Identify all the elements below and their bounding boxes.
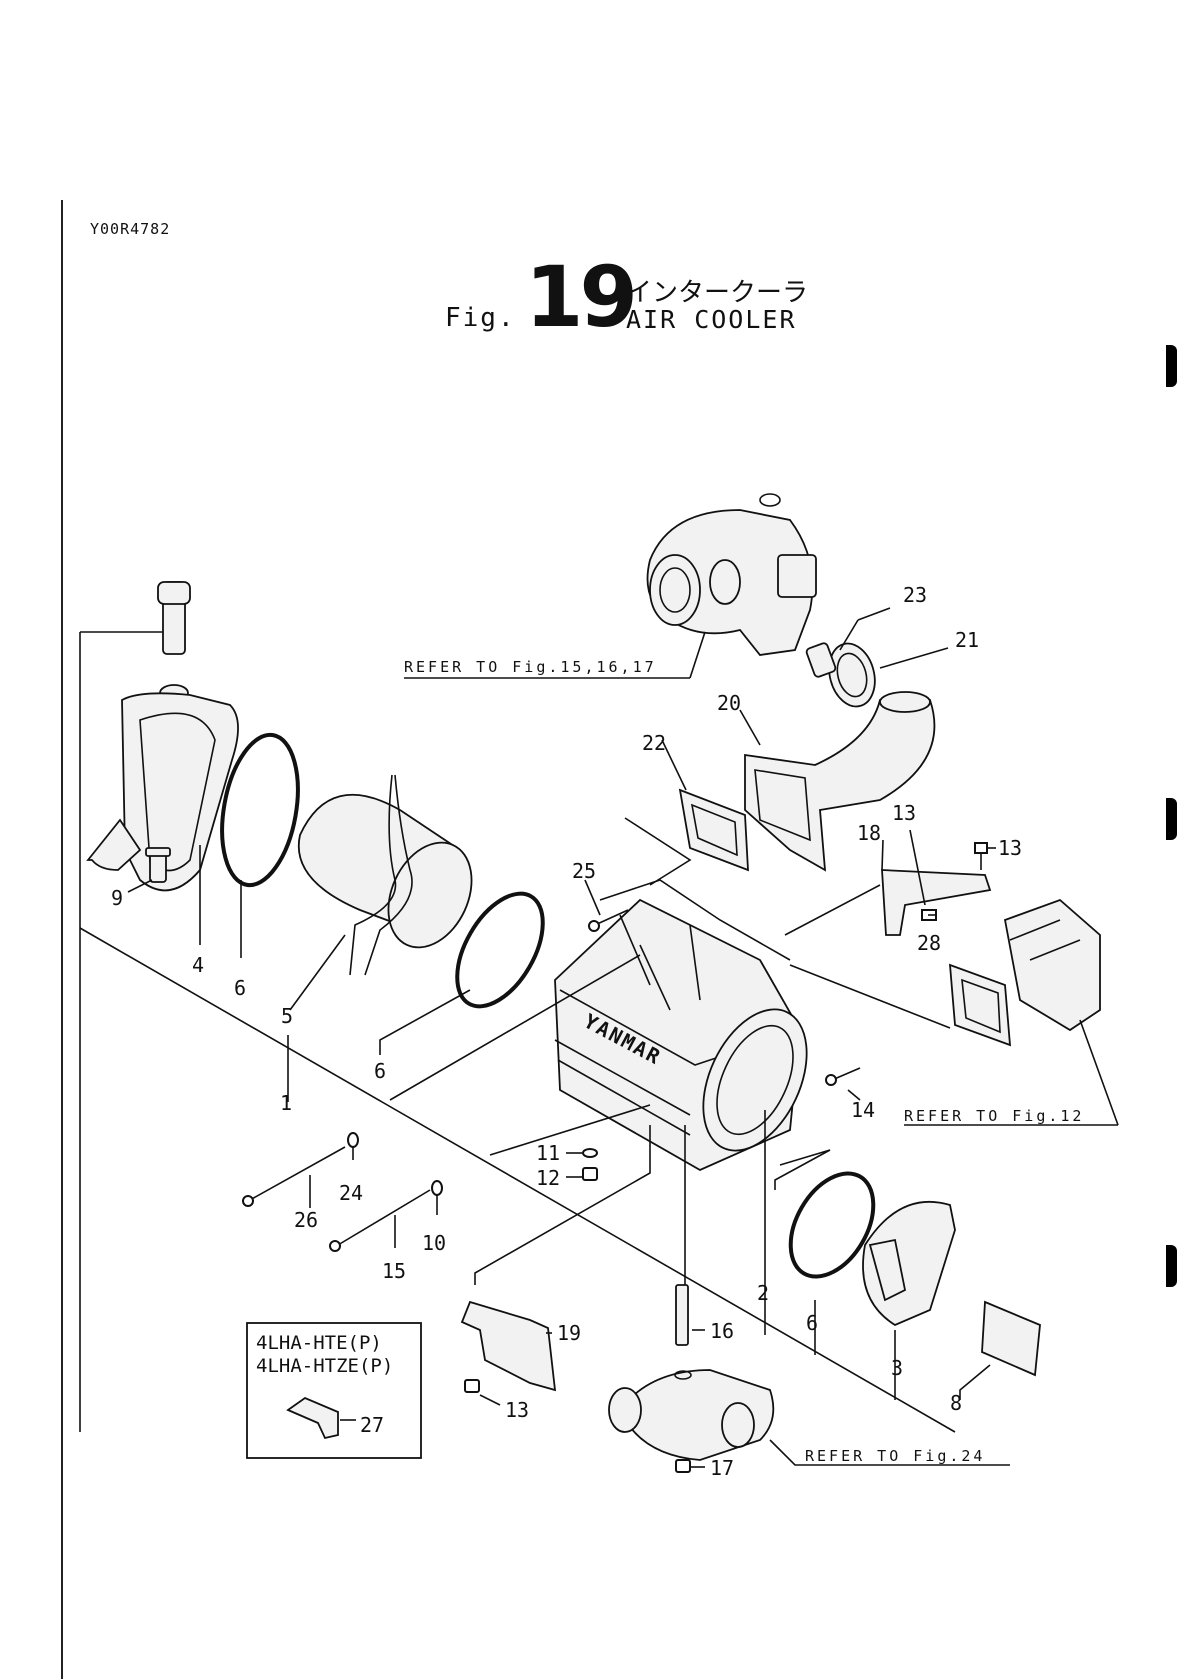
nut [676,1460,690,1472]
callout-19: 19 [557,1321,581,1345]
thermostat-housing [609,1370,773,1460]
callout-1: 1 [280,1091,292,1115]
bolt [922,910,936,920]
callout-8: 8 [950,1391,962,1415]
bolt [975,843,987,870]
name-plate [982,1302,1040,1375]
turbocharger [648,494,817,655]
reference-turbocharger: REFER TO Fig.15,16,17 [404,658,657,676]
callout-26: 26 [294,1208,318,1232]
callout-24: 24 [339,1181,363,1205]
bracket [462,1302,555,1390]
callout-11: 11 [536,1141,560,1165]
variant-model-1: 4LHA-HTE(P) [256,1332,382,1354]
callout-6-right: 6 [806,1311,818,1335]
callout-17: 17 [710,1456,734,1480]
washer [348,1133,358,1147]
callout-16: 16 [710,1319,734,1343]
through-bolt [243,1147,345,1206]
callout-12: 12 [536,1166,560,1190]
gasket [950,965,1010,1045]
right-housing-cover [863,1202,955,1325]
gasket [680,790,748,870]
callout-18: 18 [857,821,881,845]
callout-27: 27 [360,1413,384,1437]
callout-28: 28 [917,931,941,955]
callout-10: 10 [422,1231,446,1255]
callout-4: 4 [192,953,204,977]
callout-20: 20 [717,691,741,715]
callout-6-left: 6 [234,976,246,1000]
callout-13-lower: 13 [505,1398,529,1422]
callout-2: 2 [757,1281,769,1305]
intake-hose [806,638,882,711]
callout-9: 9 [111,886,123,910]
stud [676,1285,688,1345]
reference-fig24: REFER TO Fig.24 [805,1447,985,1465]
bolt [583,1168,597,1180]
callout-13-right: 13 [998,836,1022,860]
bolt [826,1068,860,1085]
callout-15: 15 [382,1259,406,1283]
bolt [465,1380,479,1392]
washer [583,1149,597,1157]
callout-13-bracket: 13 [892,801,916,825]
variant-model-2: 4LHA-HTZE(P) [256,1355,393,1377]
bracket [882,870,990,935]
cooler-core [299,775,488,975]
drain-cock [146,848,170,882]
callout-14: 14 [851,1098,875,1122]
elbow-pipe [745,692,934,870]
bracket [288,1398,338,1438]
callout-25: 25 [572,859,596,883]
exhaust-manifold [1005,900,1100,1030]
washer [432,1181,442,1195]
reference-fig12: REFER TO Fig.12 [904,1107,1084,1125]
callout-22: 22 [642,731,666,755]
callout-6-middle: 6 [374,1059,386,1083]
callout-23: 23 [903,583,927,607]
filler-plug [158,582,190,654]
callout-3: 3 [891,1356,903,1380]
callout-21: 21 [955,628,979,652]
callout-5: 5 [281,1004,293,1028]
